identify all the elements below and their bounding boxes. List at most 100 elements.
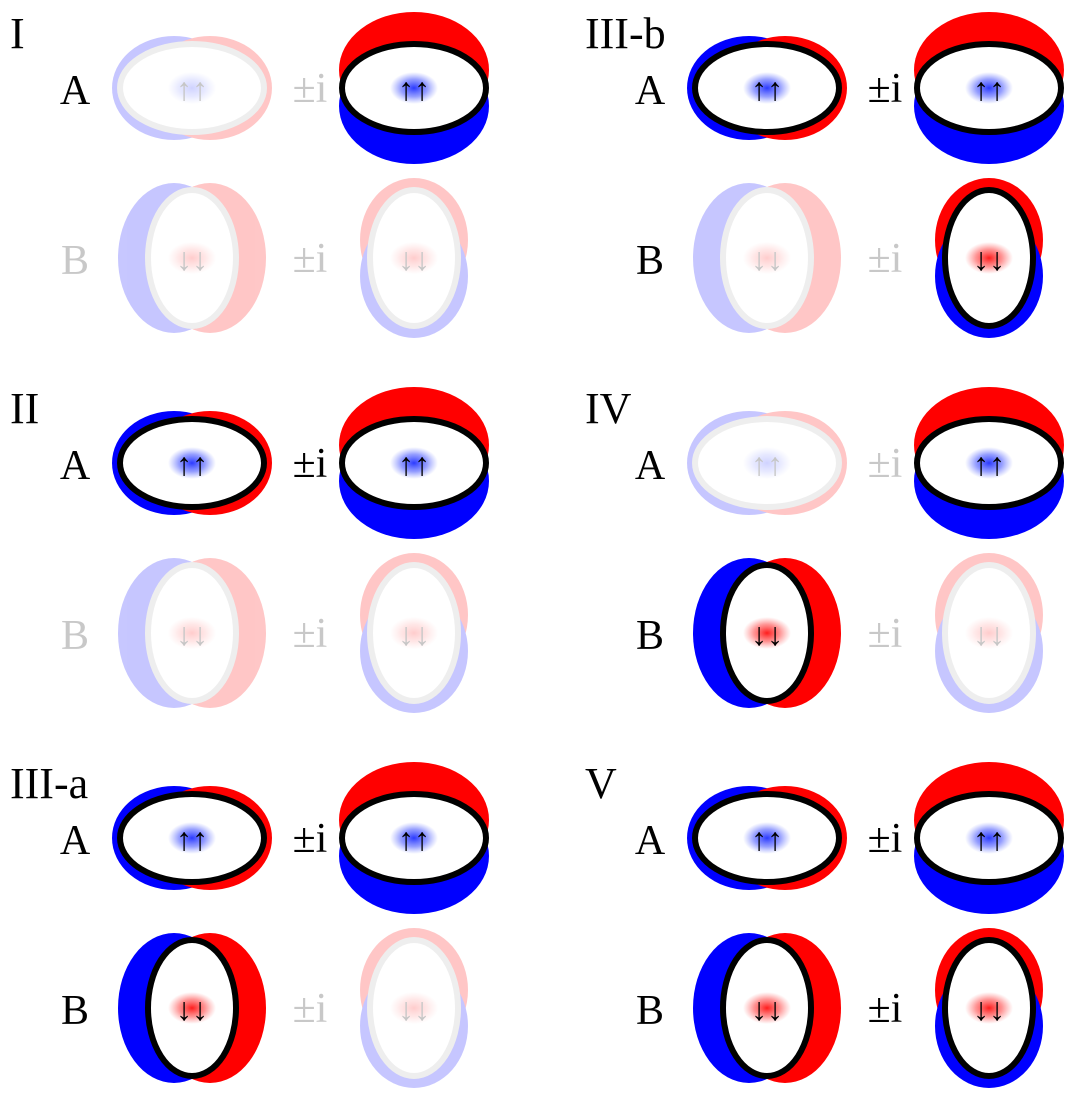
spin-down-arrows: ↓↓ (751, 616, 783, 652)
spin-down-arrows: ↓↓ (751, 241, 783, 277)
row-site-b: B↓↓±i↓↓ (636, 928, 1043, 1088)
spin-density-red (390, 992, 438, 1024)
plus-minus-i: ±i (868, 611, 903, 657)
spin-density-blue (965, 447, 1013, 479)
spin-down-arrows: ↓↓ (973, 616, 1005, 652)
panel-label: II (10, 384, 39, 433)
site-label: A (635, 818, 666, 864)
orbital-left: ↓↓ (118, 558, 266, 708)
plus-minus-i: ±i (293, 986, 328, 1032)
panels-layer: IA↑↑±i↑↑B↓↓±i↓↓III-bA↑↑±i↑↑B↓↓±i↓↓IIA↑↑±… (10, 9, 1064, 1088)
spin-up-arrows: ↑↑ (176, 71, 208, 107)
site-label: A (60, 818, 91, 864)
spin-up-arrows: ↑↑ (751, 446, 783, 482)
plus-minus-i: ±i (293, 66, 328, 112)
orbital-left: ↓↓ (118, 933, 266, 1083)
panel-v: VA↑↑±i↑↑B↓↓±i↓↓ (585, 759, 1064, 1088)
orbital-right: ↑↑ (339, 762, 489, 914)
orbital-left: ↑↑ (112, 411, 272, 515)
negative-lobe (360, 964, 468, 1088)
row-site-b: B↓↓±i↓↓ (636, 553, 1043, 713)
orbital-right: ↑↑ (339, 387, 489, 539)
spin-down-arrows: ↓↓ (176, 616, 208, 652)
spin-up-arrows: ↑↑ (973, 821, 1005, 857)
orbital-left: ↑↑ (687, 36, 847, 140)
spin-density-red (965, 992, 1013, 1024)
spin-down-arrows: ↓↓ (176, 241, 208, 277)
panel-iii-b: III-bA↑↑±i↑↑B↓↓±i↓↓ (585, 9, 1064, 338)
panel-i: IA↑↑±i↑↑B↓↓±i↓↓ (10, 9, 489, 338)
spin-up-arrows: ↑↑ (398, 821, 430, 857)
positive-lobe (935, 553, 1043, 677)
orbital-right: ↑↑ (914, 12, 1064, 164)
row-site-b: B↓↓±i↓↓ (636, 178, 1043, 338)
spin-density-blue (965, 822, 1013, 854)
row-site-a: A↑↑±i↑↑ (635, 387, 1064, 539)
panel-ii: IIA↑↑±i↑↑B↓↓±i↓↓ (10, 384, 489, 713)
orbital-left: ↑↑ (112, 36, 272, 140)
spin-density-blue (743, 72, 791, 104)
orbital-left: ↑↑ (687, 786, 847, 890)
spin-up-arrows: ↑↑ (398, 71, 430, 107)
row-site-b: B ↓↓ ±i ↓↓ (61, 928, 468, 1088)
plus-minus-i: ±i (868, 986, 903, 1032)
negative-lobe (935, 589, 1043, 713)
negative-lobe (360, 214, 468, 338)
site-label: B (61, 238, 89, 284)
spin-down-arrows: ↓↓ (176, 991, 208, 1027)
spin-density-red (168, 242, 216, 274)
orbital-right: ↓↓ (360, 553, 468, 713)
panel-label: III-a (10, 759, 88, 808)
panel-label: IV (585, 384, 632, 433)
spin-density-blue (390, 447, 438, 479)
spin-density-blue (168, 447, 216, 479)
positive-lobe (360, 178, 468, 302)
orbital-right: ↓↓ (360, 178, 468, 338)
spin-density-blue (965, 72, 1013, 104)
orbital-right: ↓↓ (935, 928, 1043, 1088)
plus-minus-i: ±i (868, 66, 903, 112)
site-label: A (635, 443, 666, 489)
spin-density-blue (168, 72, 216, 104)
spin-up-arrows: ↑↑ (176, 821, 208, 857)
spin-density-red (965, 617, 1013, 649)
plus-minus-i: ±i (293, 441, 328, 487)
plus-minus-i: ±i (293, 611, 328, 657)
spin-density-red (743, 992, 791, 1024)
orbital-right: ↑↑ (339, 12, 489, 164)
site-label: A (635, 68, 666, 114)
spin-density-blue (743, 447, 791, 479)
spin-density-blue (390, 822, 438, 854)
row-site-a: A ↑↑ ±i ↑↑ (60, 387, 489, 539)
orbital-right: ↑↑ (914, 387, 1064, 539)
plus-minus-i: ±i (868, 236, 903, 282)
spin-density-red (390, 617, 438, 649)
orbital-left: ↑↑ (112, 786, 272, 890)
spin-density-red (743, 617, 791, 649)
spin-down-arrows: ↓↓ (398, 991, 430, 1027)
panel-label: V (585, 759, 617, 808)
spin-up-arrows: ↑↑ (398, 446, 430, 482)
row-site-a: A↑↑±i↑↑ (635, 762, 1064, 914)
panel-label: III-b (585, 9, 666, 58)
spin-density-red (965, 242, 1013, 274)
site-label: B (636, 988, 664, 1034)
site-label: A (60, 443, 91, 489)
orbital-left: ↑↑ (687, 411, 847, 515)
spin-up-arrows: ↑↑ (973, 71, 1005, 107)
orbital-left: ↓↓ (693, 558, 841, 708)
row-site-a: A ↑↑ ±i ↑↑ (635, 12, 1064, 164)
spin-up-arrows: ↑↑ (751, 71, 783, 107)
panel-iii-a: III-aA ↑↑ ±i ↑↑ B ↓↓ ±i ↓↓ (10, 759, 489, 1088)
spin-up-arrows: ↑↑ (973, 446, 1005, 482)
spin-density-red (168, 992, 216, 1024)
orbital-left: ↓↓ (693, 183, 841, 333)
spin-down-arrows: ↓↓ (398, 616, 430, 652)
site-label: B (61, 988, 89, 1034)
spin-down-arrows: ↓↓ (398, 241, 430, 277)
spin-density-red (743, 242, 791, 274)
orbital-right: ↓↓ (935, 553, 1043, 713)
panel-iv: IVA↑↑±i↑↑B↓↓±i↓↓ (585, 384, 1064, 713)
spin-down-arrows: ↓↓ (973, 991, 1005, 1027)
